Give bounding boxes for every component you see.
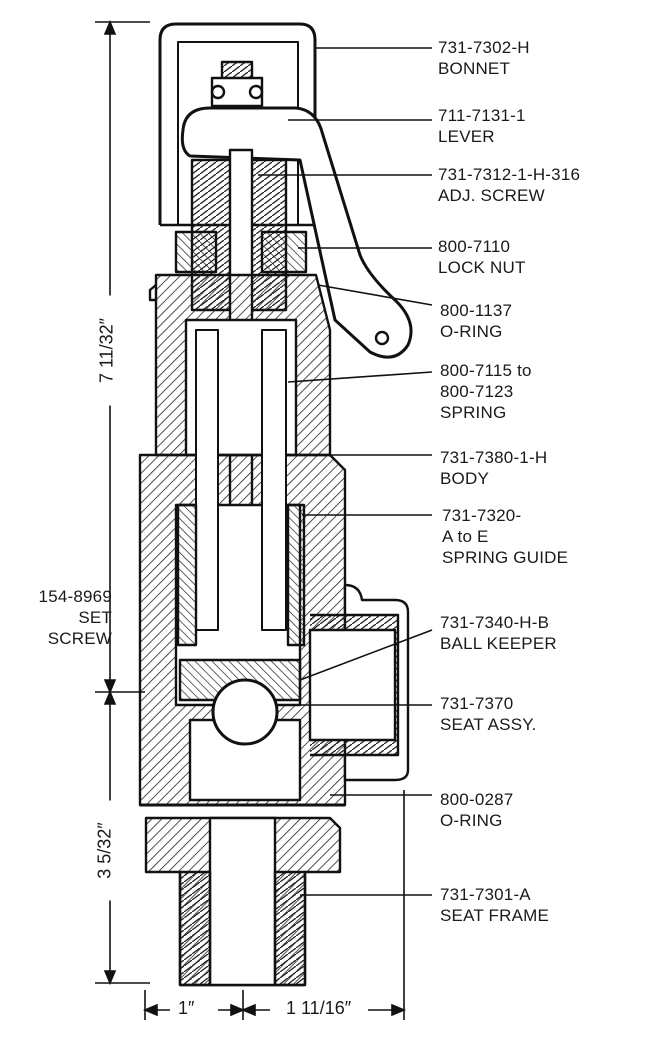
spring	[195, 329, 287, 631]
outlet-port	[308, 583, 410, 782]
part-number-2: 800-7123	[440, 382, 514, 401]
part-number: 800-1137	[440, 301, 513, 320]
part-number: 731-7302-H	[438, 38, 530, 57]
part-name: SPRING GUIDE	[442, 548, 569, 567]
dimension-inlet-offset: 1 11/16″	[286, 998, 352, 1018]
spring-guide	[176, 503, 306, 647]
seat-frame	[140, 803, 345, 987]
part-number: 731-7380-1-H	[440, 448, 548, 467]
part-name: BONNET	[438, 59, 511, 78]
part-name-line-2: SCREW	[47, 629, 112, 648]
dimension-overall-height: 7 11/32″	[96, 295, 118, 406]
dimension-lower-height: 3 5/32″	[94, 800, 116, 901]
adj-screw-top	[210, 60, 264, 108]
part-name: O-RING	[440, 322, 503, 341]
part-name: BODY	[440, 469, 489, 488]
part-name: O-RING	[440, 811, 503, 830]
callout-lock-nut: 800-7110 LOCK NUT	[438, 236, 526, 278]
callout-o-ring-lower: 800-0287 O-RING	[440, 789, 513, 831]
callout-seat-assy: 731-7370 SEAT ASSY.	[440, 693, 537, 735]
part-name: LOCK NUT	[438, 258, 526, 277]
part-number: 800-7115 to	[440, 361, 532, 380]
dimension-outlet-offset: 1″	[178, 998, 195, 1018]
part-name-line-1: SET	[78, 608, 112, 627]
callout-spring-guide: 731-7320- A to E SPRING GUIDE	[442, 505, 568, 568]
leader-lines	[258, 47, 433, 896]
part-number: 731-7312-1-H-316	[438, 165, 581, 184]
part-number: 731-7301-A	[440, 885, 531, 904]
part-name: LEVER	[438, 127, 495, 146]
part-name: SEAT ASSY.	[440, 715, 537, 734]
ball-keeper	[178, 658, 302, 746]
callout-lever: 711-7131-1 LEVER	[438, 105, 526, 147]
part-name: BALL KEEPER	[440, 634, 557, 653]
callout-body: 731-7380-1-H BODY	[440, 447, 547, 489]
part-number: 800-7110	[438, 237, 511, 256]
part-name: ADJ. SCREW	[438, 186, 545, 205]
part-number-2: A to E	[442, 527, 489, 546]
part-number: 800-0287	[440, 790, 514, 809]
part-name: SEAT FRAME	[440, 906, 550, 925]
part-name: SPRING	[440, 403, 507, 422]
callout-set-screw: 154-8969 SET SCREW	[20, 586, 112, 649]
callout-ball-keeper: 731-7340-H-B BALL KEEPER	[440, 612, 557, 654]
part-number: 711-7131-1	[438, 106, 526, 125]
callout-bonnet: 731-7302-H BONNET	[438, 37, 530, 79]
body-upper	[148, 273, 332, 457]
part-number: 154-8969	[38, 587, 112, 606]
part-number: 731-7340-H-B	[440, 613, 550, 632]
part-number: 731-7370	[440, 694, 514, 713]
callout-o-ring-upper: 800-1137 O-RING	[440, 300, 512, 342]
lock-nut	[174, 230, 308, 274]
callout-adj-screw: 731-7312-1-H-316 ADJ. SCREW	[438, 164, 580, 206]
callout-seat-frame: 731-7301-A SEAT FRAME	[440, 884, 549, 926]
callout-spring: 800-7115 to 800-7123 SPRING	[440, 360, 532, 423]
part-number: 731-7320-	[442, 506, 522, 525]
